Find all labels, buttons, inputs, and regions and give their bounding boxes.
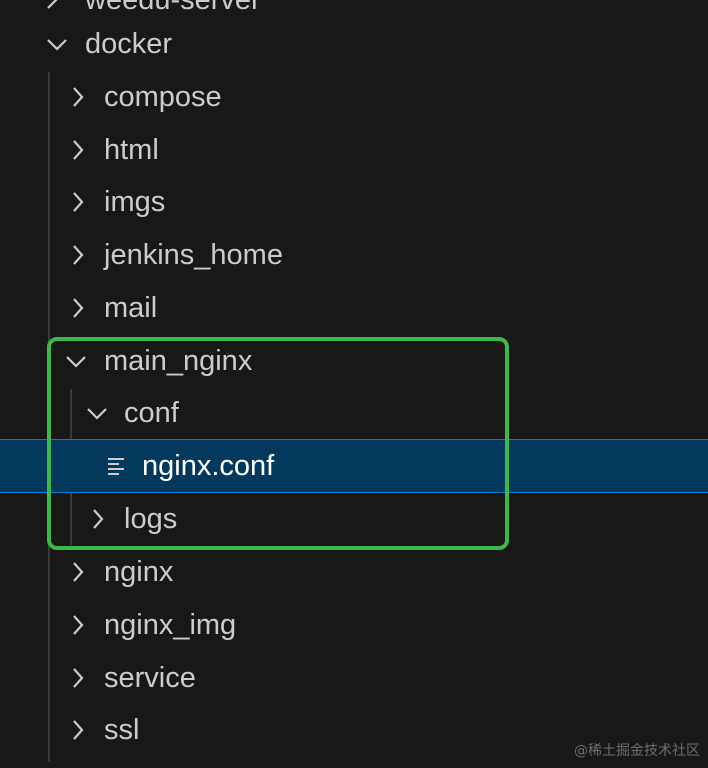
chevron-down-icon <box>62 335 90 387</box>
chevron-right-icon <box>64 71 92 123</box>
chevron-down-icon <box>43 18 71 70</box>
tree-item-label: jenkins_home <box>104 239 283 271</box>
tree-item-weedu-server[interactable]: weedu-server <box>0 0 708 26</box>
tree-item-label: nginx.conf <box>142 450 275 482</box>
tree-item-service[interactable]: service <box>0 652 708 704</box>
chevron-right-icon <box>64 599 92 651</box>
tree-item-jenkins-home[interactable]: jenkins_home <box>0 229 708 281</box>
tree-item-main-nginx[interactable]: main_nginx <box>0 335 708 387</box>
tree-item-html[interactable]: html <box>0 124 708 176</box>
tree-item-label: imgs <box>104 186 166 218</box>
tree-item-nginx-conf[interactable]: nginx.conf <box>0 439 708 493</box>
chevron-right-icon <box>64 546 92 598</box>
chevron-right-icon <box>64 282 92 334</box>
tree-item-logs[interactable]: logs <box>0 493 708 545</box>
tree-item-label: logs <box>124 503 178 535</box>
watermark: @稀土掘金技术社区 <box>574 743 700 759</box>
chevron-right-icon <box>84 493 112 545</box>
tree-item-label: service <box>104 662 196 694</box>
tree-item-label: conf <box>124 397 179 429</box>
tree-item-label: docker <box>85 28 173 60</box>
tree-item-imgs[interactable]: imgs <box>0 176 708 228</box>
tree-item-nginx[interactable]: nginx <box>0 546 708 598</box>
tree-item-compose[interactable]: compose <box>0 71 708 123</box>
tree-item-mail[interactable]: mail <box>0 282 708 334</box>
tree-item-label: html <box>104 134 159 166</box>
tree-item-label: mail <box>104 292 158 324</box>
tree-item-nginx-img[interactable]: nginx_img <box>0 599 708 651</box>
chevron-down-icon <box>83 387 111 439</box>
tree-item-label: weedu-server <box>85 0 261 16</box>
chevron-right-icon <box>64 704 92 756</box>
text-file-icon <box>106 440 130 492</box>
tree-item-label: nginx <box>104 556 174 588</box>
tree-item-label: main_nginx <box>104 345 253 377</box>
chevron-right-icon <box>38 0 66 26</box>
chevron-right-icon <box>64 229 92 281</box>
tree-item-conf[interactable]: conf <box>0 387 708 439</box>
tree-item-label: ssl <box>104 714 140 746</box>
chevron-right-icon <box>64 652 92 704</box>
chevron-right-icon <box>64 176 92 228</box>
tree-item-label: compose <box>104 81 222 113</box>
tree-item-label: nginx_img <box>104 609 237 641</box>
tree-item-docker[interactable]: docker <box>0 18 708 70</box>
chevron-right-icon <box>64 124 92 176</box>
tree-item-ssl[interactable]: ssl <box>0 704 708 756</box>
